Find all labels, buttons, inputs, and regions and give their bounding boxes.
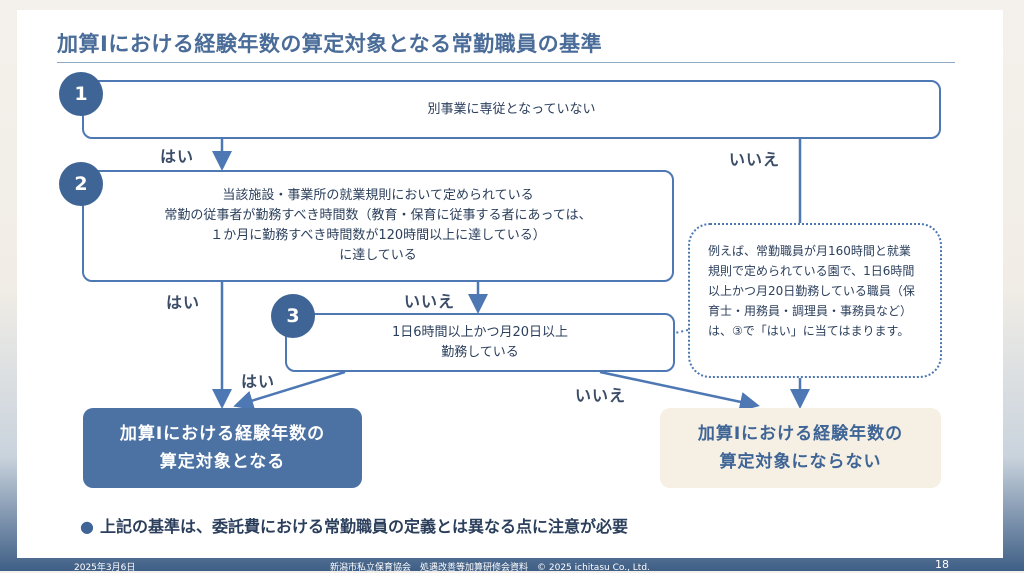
result-eligible-line: 加算Ⅰにおける経験年数の [119, 424, 326, 444]
page-title: 加算Ⅰにおける経験年数の算定対象となる常勤職員の基準 [57, 32, 603, 56]
label-yes-3: はい [241, 372, 276, 391]
example-note: 例えば、常勤職員が月160時間と就業規則で定められている園で、1日6時間以上かつ… [688, 223, 942, 378]
bullet-dot-icon: ● [80, 517, 94, 536]
result-eligible: 加算Ⅰにおける経験年数の 算定対象となる [83, 408, 362, 488]
title-divider [57, 62, 955, 63]
result-not-eligible-line: 加算Ⅰにおける経験年数の [697, 424, 904, 444]
step-2-badge: 2 [59, 162, 103, 206]
step-2-line: に達している [339, 248, 417, 263]
arrow-3-to-eligible [233, 370, 346, 411]
step-2-line: 当該施設・事業所の就業規則において定められている [222, 188, 534, 203]
step-1-box: 別事業に専従となっていない [82, 80, 941, 139]
label-yes-2: はい [166, 293, 201, 312]
label-no-3: いいえ [575, 386, 627, 405]
footer-credit: 新潟市私立保育協会 処遇改善等加算研修会資料 © 2025 ichitasu C… [330, 563, 650, 573]
label-no-1: いいえ [729, 150, 781, 169]
result-not-eligible: 加算Ⅰにおける経験年数の 算定対象にならない [660, 408, 941, 488]
step-2-box: 当該施設・事業所の就業規則において定められている 常勤の従事者が勤務すべき時間数… [82, 170, 674, 282]
page-number: 18 [935, 558, 949, 571]
step-3-line: 1日6時間以上かつ月20日以上 [391, 324, 569, 340]
step-3-line: 勤務している [441, 344, 519, 360]
label-yes-1: はい [160, 147, 195, 166]
arrow-3-to-not-eligible [599, 370, 760, 412]
step-3-box: 1日6時間以上かつ月20日以上 勤務している [285, 313, 675, 372]
step-2-line: １か月に勤務すべき時間数が120時間以上に達している） [210, 228, 546, 243]
footer-date: 2025年3月6日 [74, 563, 136, 573]
bullet-note: ● 上記の基準は、委託費における常勤職員の定義とは異なる点に注意が必要 [80, 513, 628, 537]
bullet-text: 上記の基準は、委託費における常勤職員の定義とは異なる点に注意が必要 [99, 517, 628, 536]
step-1-text: 別事業に専従となっていない [427, 101, 596, 117]
step-1-badge: 1 [59, 72, 103, 116]
result-not-eligible-line: 算定対象にならない [719, 452, 882, 472]
result-eligible-line: 算定対象となる [159, 452, 286, 472]
step-3-badge: 3 [271, 294, 315, 338]
label-no-2: いいえ [404, 292, 456, 311]
step-2-line: 常勤の従事者が勤務すべき時間数（教育・保育に従事する者にあっては、 [164, 208, 592, 223]
